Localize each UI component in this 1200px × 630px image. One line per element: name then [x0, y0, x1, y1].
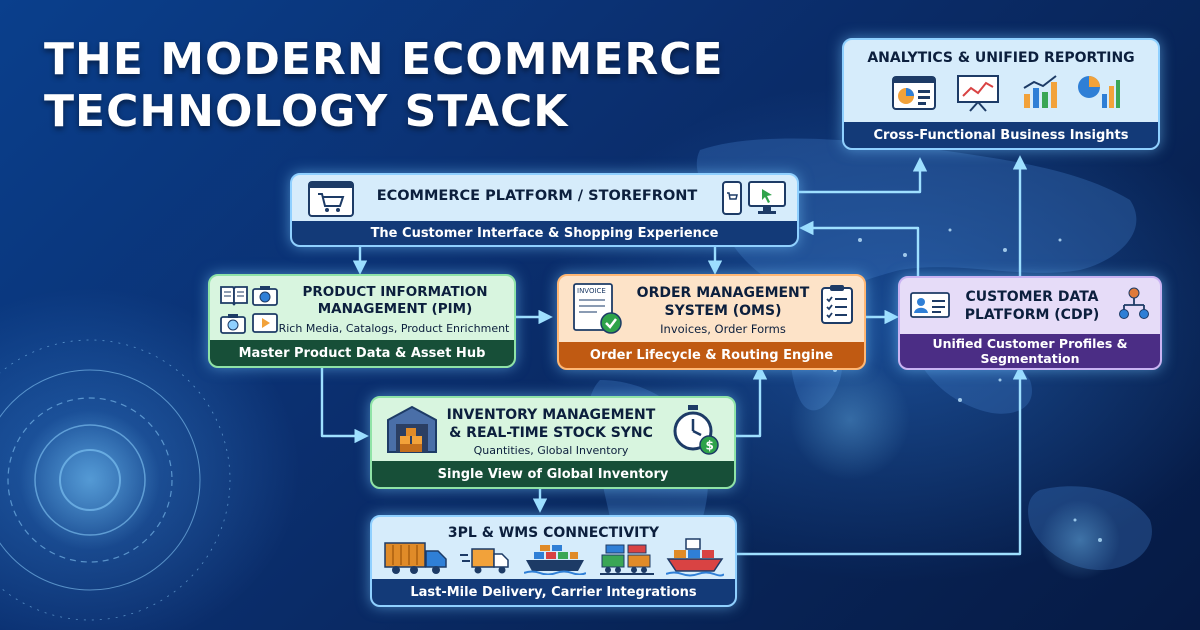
page-title: THE MODERN ECOMMERCE TECHNOLOGY STACK — [44, 34, 804, 138]
connector-cdp-to-storefront — [799, 220, 920, 276]
page-title-line-1: THE MODERN ECOMMERCE — [44, 34, 724, 85]
cdp-node-footer-line-2: Segmentation — [980, 351, 1080, 366]
pim-node-title-line-1: PRODUCT INFORMATION — [302, 284, 488, 300]
logistics-node-footer: Last-Mile Delivery, Carrier Integrations — [372, 579, 735, 605]
analytics-node: ANALYTICS & UNIFIED REPORTING — [842, 38, 1160, 150]
container-truck-icon — [384, 542, 447, 574]
connector-pim-to-inventory — [320, 364, 369, 444]
svg-text:$: $ — [706, 439, 714, 453]
oms-node-title: ORDER MANAGEMENT SYSTEM (OMS) — [623, 284, 823, 320]
warehouse-icon — [387, 405, 437, 453]
oms-node: INVOICE ORDER MANAGEMENT SYSTEM (OMS) In… — [557, 274, 866, 370]
globe-rings — [0, 339, 231, 621]
user-network-icon — [1119, 287, 1149, 319]
pie-bar-icon — [1078, 76, 1120, 108]
cdp-node-title-line-1: CUSTOMER DATA — [965, 289, 1099, 305]
inventory-node-footer: Single View of Global Inventory — [372, 461, 734, 487]
delivery-truck-icon — [460, 548, 509, 574]
pim-node-title-line-2: MANAGEMENT (PIM) — [317, 301, 473, 317]
shopping-cart-icon — [308, 181, 354, 217]
pim-node-subtitle: Rich Media, Catalogs, Product Enrichment — [278, 322, 510, 335]
inventory-node-subtitle: Quantities, Global Inventory — [473, 444, 629, 457]
inventory-node-title-line-2: & REAL-TIME STOCK SYNC — [449, 425, 653, 441]
video-play-icon — [252, 313, 278, 333]
clipboard-checklist-icon — [821, 285, 853, 324]
connector-logistics-to-cdp — [733, 365, 1028, 556]
connector-storefront-to-analytics — [795, 157, 928, 194]
storefront-node-title: ECOMMERCE PLATFORM / STOREFRONT — [376, 188, 698, 204]
storefront-node-footer: The Customer Interface & Shopping Experi… — [292, 221, 797, 245]
cargo-ship-icon — [524, 545, 586, 575]
storefront-node-body: ECOMMERCE PLATFORM / STOREFRONT — [292, 175, 797, 221]
inventory-node-body: INVENTORY MANAGEMENT & REAL-TIME STOCK S… — [372, 398, 734, 461]
inventory-node-title-line-1: INVENTORY MANAGEMENT — [446, 407, 656, 423]
desktop-monitor-icon — [748, 181, 786, 214]
page-title-line-2: TECHNOLOGY STACK — [44, 86, 569, 137]
logistics-node-body: 3PL & WMS CONNECTIVITY — [372, 517, 735, 579]
catalog-book-icon — [220, 286, 248, 306]
oms-node-title-line-1: ORDER MANAGEMENT — [636, 285, 810, 301]
pie-dashboard-icon — [892, 76, 936, 110]
profile-card-icon — [910, 292, 950, 318]
cdp-node-title-line-2: PLATFORM (CDP) — [964, 307, 1100, 323]
analytics-node-body: ANALYTICS & UNIFIED REPORTING — [844, 40, 1158, 122]
pim-node-body: PRODUCT INFORMATION MANAGEMENT (PIM) Ric… — [210, 276, 514, 340]
analytics-node-title: ANALYTICS & UNIFIED REPORTING — [867, 50, 1135, 66]
oms-node-title-line-2: SYSTEM (OMS) — [664, 303, 782, 319]
pim-node: PRODUCT INFORMATION MANAGEMENT (PIM) Ric… — [208, 274, 516, 368]
invoice-check-icon: INVOICE — [573, 283, 622, 334]
connector-inventory-to-oms — [732, 365, 768, 438]
bar-trend-icon — [1023, 75, 1057, 108]
oms-node-body: INVOICE ORDER MANAGEMENT SYSTEM (OMS) In… — [559, 276, 864, 342]
pim-node-footer: Master Product Data & Asset Hub — [210, 340, 514, 366]
inventory-node: INVENTORY MANAGEMENT & REAL-TIME STOCK S… — [370, 396, 736, 489]
logistics-node-title: 3PL & WMS CONNECTIVITY — [447, 525, 660, 541]
analytics-node-footer: Cross-Functional Business Insights — [844, 122, 1158, 148]
container-ship-icon — [666, 538, 724, 577]
pim-node-title: PRODUCT INFORMATION MANAGEMENT (PIM) — [280, 284, 510, 318]
photo-camera-icon — [220, 314, 246, 334]
cdp-node: CUSTOMER DATA PLATFORM (CDP) Unified Cus… — [898, 276, 1162, 370]
cdp-node-body: CUSTOMER DATA PLATFORM (CDP) — [900, 278, 1160, 334]
oms-invoice-label: INVOICE — [577, 287, 606, 295]
stopwatch-dollar-icon: $ — [673, 405, 719, 455]
inventory-node-title: INVENTORY MANAGEMENT & REAL-TIME STOCK S… — [438, 406, 664, 442]
logistics-node: 3PL & WMS CONNECTIVITY — [370, 515, 737, 607]
cdp-node-title: CUSTOMER DATA PLATFORM (CDP) — [952, 288, 1112, 324]
oms-node-subtitle: Invoices, Order Forms — [660, 322, 786, 336]
camera-icon — [252, 286, 278, 306]
freight-train-icon — [600, 544, 654, 575]
mobile-phone-icon — [722, 181, 742, 215]
cdp-node-footer-line-1: Unified Customer Profiles & — [932, 336, 1128, 351]
presentation-board-icon — [957, 75, 999, 112]
storefront-node: ECOMMERCE PLATFORM / STOREFRONT The Cust… — [290, 173, 799, 247]
oms-node-footer: Order Lifecycle & Routing Engine — [559, 342, 864, 368]
cdp-node-footer: Unified Customer Profiles & Segmentation — [900, 334, 1160, 368]
